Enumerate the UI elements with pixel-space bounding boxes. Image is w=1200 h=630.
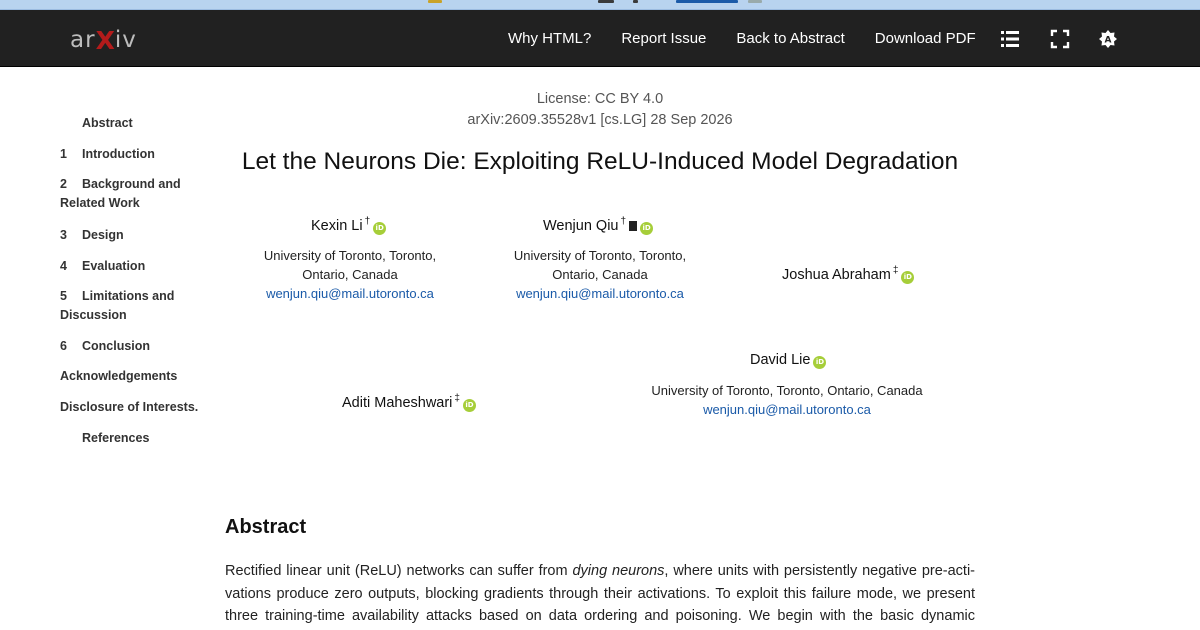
toc-number: 5 xyxy=(60,289,67,303)
author-name: David Lie xyxy=(750,352,811,368)
toc-item-references[interactable]: References xyxy=(60,429,220,448)
orcid-icon[interactable]: iD xyxy=(901,271,915,284)
author-email-link[interactable]: wenjun.qiu@mail.utoronto.ca xyxy=(703,402,871,417)
author-joshua-abraham: Joshua Abraham‡iD xyxy=(782,265,915,284)
affiliation-line: University of Toronto, Toronto, xyxy=(513,248,687,263)
toc-number: 4 xyxy=(60,259,67,273)
affiliation-3: University of Toronto, Toronto, Ontario,… xyxy=(637,381,937,419)
toc-label: Evaluation xyxy=(82,259,146,273)
nav-links: Why HTML? Report Issue Back to Abstract … xyxy=(508,10,1006,67)
theme-icon[interactable]: A xyxy=(1098,29,1118,49)
toc-label: Conclusion xyxy=(82,339,151,353)
abstract-text: Rectified linear unit (ReLU) networks ca… xyxy=(225,560,975,628)
toc-label-continued: Discussion xyxy=(60,308,127,322)
orcid-icon[interactable]: iD xyxy=(640,222,654,235)
toc-label: Design xyxy=(82,228,124,242)
toc-item-introduction[interactable]: 1 Introduction xyxy=(60,145,220,164)
abstract-text-segment: , where units with persistently negative… xyxy=(664,563,975,579)
nav-why-html[interactable]: Why HTML? xyxy=(508,30,592,47)
author-email-link[interactable]: wenjun.qiu@mail.utoronto.ca xyxy=(516,286,684,301)
toc-label: Acknowledgements xyxy=(60,369,178,383)
author-aditi-maheshwari: Aditi Maheshwari‡iD xyxy=(342,393,476,412)
toc-label: Abstract xyxy=(82,116,133,130)
author-name: Wenjun Qiu xyxy=(543,218,619,234)
toc-item-disclosure[interactable]: Disclosure of Interests. xyxy=(60,398,220,417)
abstract-text-segment: Rectified linear unit (ReLU) networks ca… xyxy=(225,563,573,579)
author-mark: ‡ xyxy=(454,393,460,404)
toc-number: 1 xyxy=(60,147,67,161)
toc-item-acknowledgements[interactable]: Acknowledgements xyxy=(60,367,220,386)
abstract-heading: Abstract xyxy=(225,516,307,538)
toc-item-design[interactable]: 3 Design xyxy=(60,226,220,245)
fullscreen-icon[interactable] xyxy=(1050,29,1070,49)
toc-label: Disclosure of Interests. xyxy=(60,400,199,414)
orcid-icon[interactable]: iD xyxy=(813,356,827,369)
toc-number: 2 xyxy=(60,177,67,191)
author-name: Aditi Maheshwari xyxy=(342,395,453,411)
arxiv-id-line: arXiv:2609.35528v1 [cs.LG] 28 Sep 2026 xyxy=(467,112,733,128)
toc-label: Introduction xyxy=(82,147,155,161)
abstract-line-2: vations produce zero outputs, blocking g… xyxy=(225,585,975,602)
toc-item-limitations[interactable]: 5 Limitations and Discussion xyxy=(60,287,220,325)
affiliation-line: Ontario, Canada xyxy=(302,267,398,282)
affiliation-line: Ontario, Canada xyxy=(552,267,648,282)
license-line: License: CC BY 4.0 xyxy=(536,91,664,107)
author-name: Kexin Li xyxy=(311,218,363,234)
toc-label-continued: Related Work xyxy=(60,196,140,210)
nav-back-to-abstract[interactable]: Back to Abstract xyxy=(736,30,845,47)
toc-item-background[interactable]: 2 Background and Related Work xyxy=(60,175,220,213)
nav-report-issue[interactable]: Report Issue xyxy=(621,30,707,47)
author-name: Joshua Abraham xyxy=(782,267,891,283)
envelope-icon[interactable] xyxy=(629,221,638,231)
author-mark: † xyxy=(620,216,627,227)
author-mark: ‡ xyxy=(892,265,899,276)
toc-label: Background and xyxy=(82,177,181,191)
orcid-icon[interactable]: iD xyxy=(373,222,387,235)
list-icon[interactable] xyxy=(1000,29,1020,49)
toc-label: References xyxy=(82,431,150,445)
toc-item-conclusion[interactable]: 6 Conclusion xyxy=(60,337,220,356)
abstract-line-3: three training-time availability attacks… xyxy=(225,608,975,624)
author-mark: † xyxy=(364,216,371,227)
toc-number: 6 xyxy=(60,339,67,353)
affiliation-line: University of Toronto, Toronto, xyxy=(263,248,437,263)
author-wenjun-qiu: Wenjun Qiu† iD xyxy=(543,216,654,235)
logo-text-left: ar xyxy=(70,27,96,53)
paper-title: Let the Neurons Die: Exploiting ReLU-Ind… xyxy=(241,148,959,175)
toc-number: 3 xyxy=(60,228,67,242)
logo-x: X xyxy=(95,25,115,55)
toc-item-abstract[interactable]: Abstract xyxy=(60,114,220,133)
abstract-emphasis: dying neurons xyxy=(572,563,665,579)
toc-label: Limitations and xyxy=(82,289,175,303)
author-email-link[interactable]: wenjun.qiu@mail.utoronto.ca xyxy=(266,286,434,301)
toc-item-evaluation[interactable]: 4 Evaluation xyxy=(60,257,220,276)
nav-download-pdf[interactable]: Download PDF xyxy=(874,30,976,47)
browser-top-strip xyxy=(0,0,1200,10)
affiliation-1: University of Toronto, Toronto, Ontario,… xyxy=(250,246,450,303)
abstract-line-1: Rectified linear unit (ReLU) networks ca… xyxy=(225,560,975,583)
author-kexin-li: Kexin Li†iD xyxy=(311,216,387,235)
affiliation-2: University of Toronto, Toronto, Ontario,… xyxy=(500,246,700,303)
affiliation-line: University of Toronto, Toronto, Ontario,… xyxy=(651,383,923,398)
orcid-icon[interactable]: iD xyxy=(462,399,476,412)
svg-text:A: A xyxy=(1105,36,1112,46)
top-strip-decoration xyxy=(428,0,762,4)
logo-text-right: iv xyxy=(114,27,137,53)
